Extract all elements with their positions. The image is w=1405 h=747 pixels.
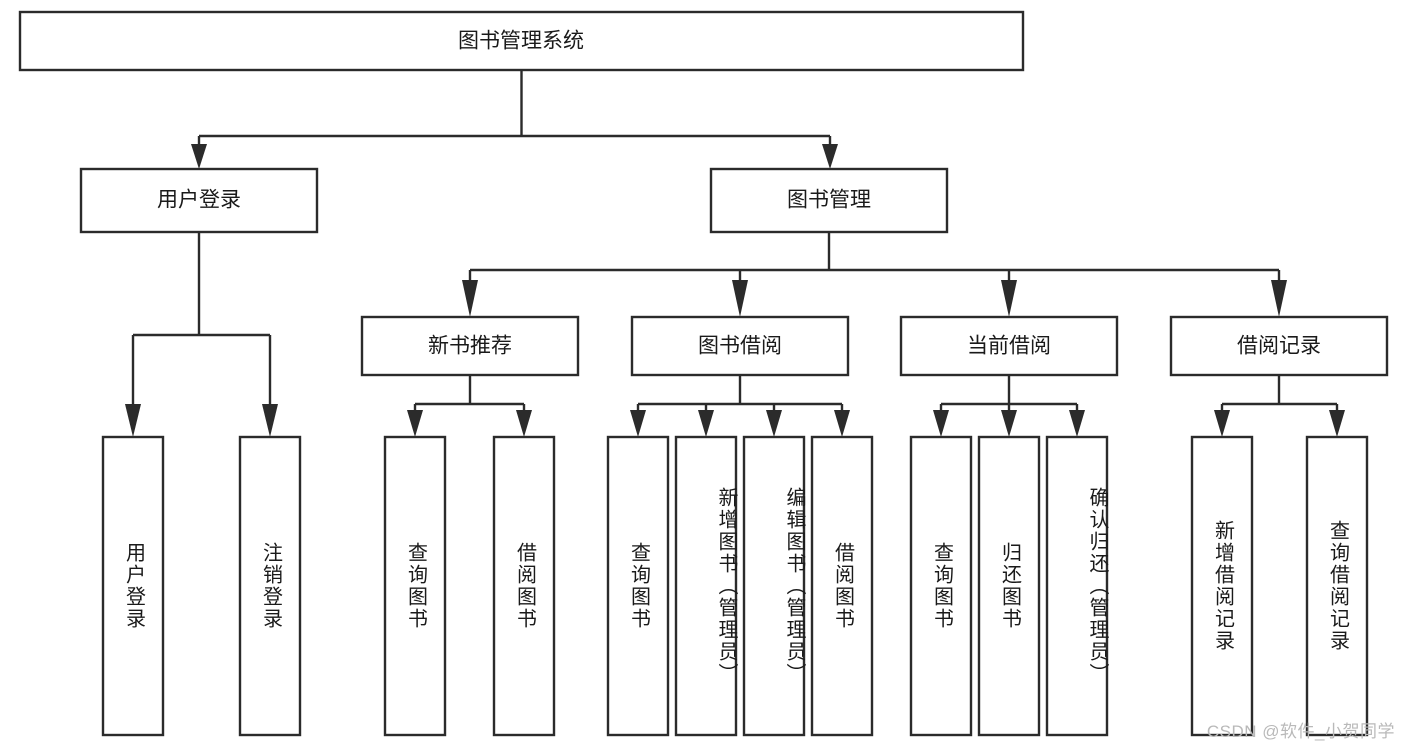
node-new-book-recommend[interactable] (360, 315, 580, 377)
node-current-borrow[interactable] (899, 315, 1119, 377)
arrow-bb-leaf-1 (630, 410, 646, 437)
node-layer: 图书管理系统 用户登录 图书管理 新书推荐 图书借阅 当前借阅 借阅记录 (18, 10, 1389, 737)
node-leaf-add-book[interactable] (674, 435, 738, 737)
arrow-ul-leaf-2 (262, 404, 278, 437)
node-book-manage-label: 图书管理 (787, 189, 871, 212)
node-leaf-add-record[interactable] (1190, 435, 1254, 737)
watermark: CSDN @软件_小贺同学 (1206, 722, 1395, 741)
node-current-borrow-label: 当前借阅 (967, 335, 1051, 358)
arrow-br-leaf-1 (1214, 410, 1230, 437)
node-leaf-query-book-1[interactable] (383, 435, 447, 737)
arrow-bm-to-new-book-recommend (462, 280, 478, 317)
arrow-bb-leaf-2 (698, 410, 714, 437)
node-leaf-borrow-book-2[interactable] (810, 435, 874, 737)
arrow-bm-to-book-borrow (732, 280, 748, 317)
arrow-bb-leaf-4 (834, 410, 850, 437)
node-book-borrow[interactable] (630, 315, 850, 377)
node-new-book-recommend-label: 新书推荐 (428, 335, 512, 358)
node-leaf-query-record[interactable] (1305, 435, 1369, 737)
arrow-root-to-book-manage (822, 144, 838, 169)
arrow-bm-to-borrow-record (1271, 280, 1287, 317)
node-user-login-label: 用户登录 (157, 189, 241, 212)
arrow-bm-to-current-borrow (1001, 280, 1017, 317)
arrow-ul-leaf-1 (125, 404, 141, 437)
node-leaf-return-book[interactable] (977, 435, 1041, 737)
node-book-manage[interactable] (709, 167, 949, 234)
node-leaf-query-book-3[interactable] (909, 435, 973, 737)
arrow-cb-leaf-2 (1001, 410, 1017, 437)
node-leaf-logout[interactable] (238, 435, 302, 737)
arrow-cb-leaf-3 (1069, 410, 1085, 437)
node-root[interactable] (18, 10, 1025, 72)
node-user-login[interactable] (79, 167, 319, 234)
node-leaf-edit-book[interactable] (742, 435, 806, 737)
node-leaf-user-login[interactable] (101, 435, 165, 737)
arrow-bb-leaf-3 (766, 410, 782, 437)
arrow-nbr-leaf-1 (407, 410, 423, 437)
arrow-root-to-user-login (191, 144, 207, 169)
node-book-borrow-label: 图书借阅 (698, 335, 782, 358)
arrow-cb-leaf-1 (933, 410, 949, 437)
arrow-nbr-leaf-2 (516, 410, 532, 437)
arrow-br-leaf-2 (1329, 410, 1345, 437)
node-leaf-borrow-book-1[interactable] (492, 435, 556, 737)
node-leaf-query-book-2[interactable] (606, 435, 670, 737)
node-borrow-record-label: 借阅记录 (1237, 335, 1321, 358)
node-root-label: 图书管理系统 (458, 30, 584, 53)
connector-layer (125, 70, 1345, 437)
node-leaf-confirm-return[interactable] (1045, 435, 1109, 737)
node-borrow-record[interactable] (1169, 315, 1389, 377)
